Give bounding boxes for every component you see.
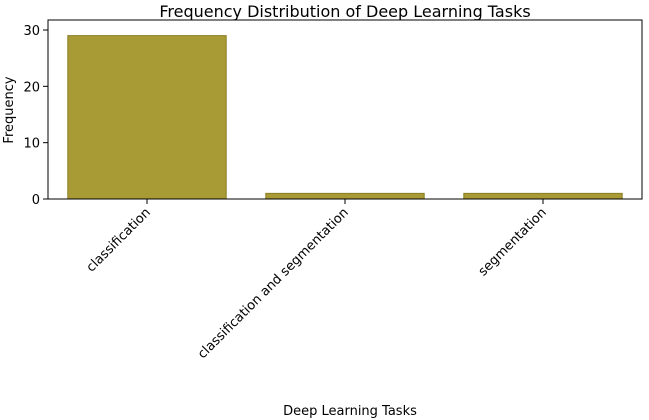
- y-tick-label-10: 10: [23, 137, 40, 152]
- y-tick-label-30: 30: [23, 24, 40, 39]
- y-tick-label-20: 20: [23, 80, 40, 95]
- bar-1: [67, 35, 227, 200]
- bars-group: [67, 35, 623, 200]
- x-tick-label-3: segmentation: [476, 205, 550, 279]
- bar-2: [265, 192, 425, 200]
- chart-title: Frequency Distribution of Deep Learning …: [159, 2, 530, 21]
- y-tick-label-0: 0: [32, 193, 40, 208]
- y-axis: 0 10 20 30: [23, 24, 48, 208]
- bar-3: [463, 192, 623, 200]
- x-tick-label-2: classification and segmentation: [195, 205, 352, 362]
- x-tick-label-1: classification: [84, 205, 154, 275]
- x-axis: classification classification and segment…: [84, 199, 550, 362]
- plot-area: [47, 19, 643, 200]
- y-axis-label: Frequency: [2, 76, 17, 143]
- x-axis-label: Deep Learning Tasks: [283, 404, 417, 419]
